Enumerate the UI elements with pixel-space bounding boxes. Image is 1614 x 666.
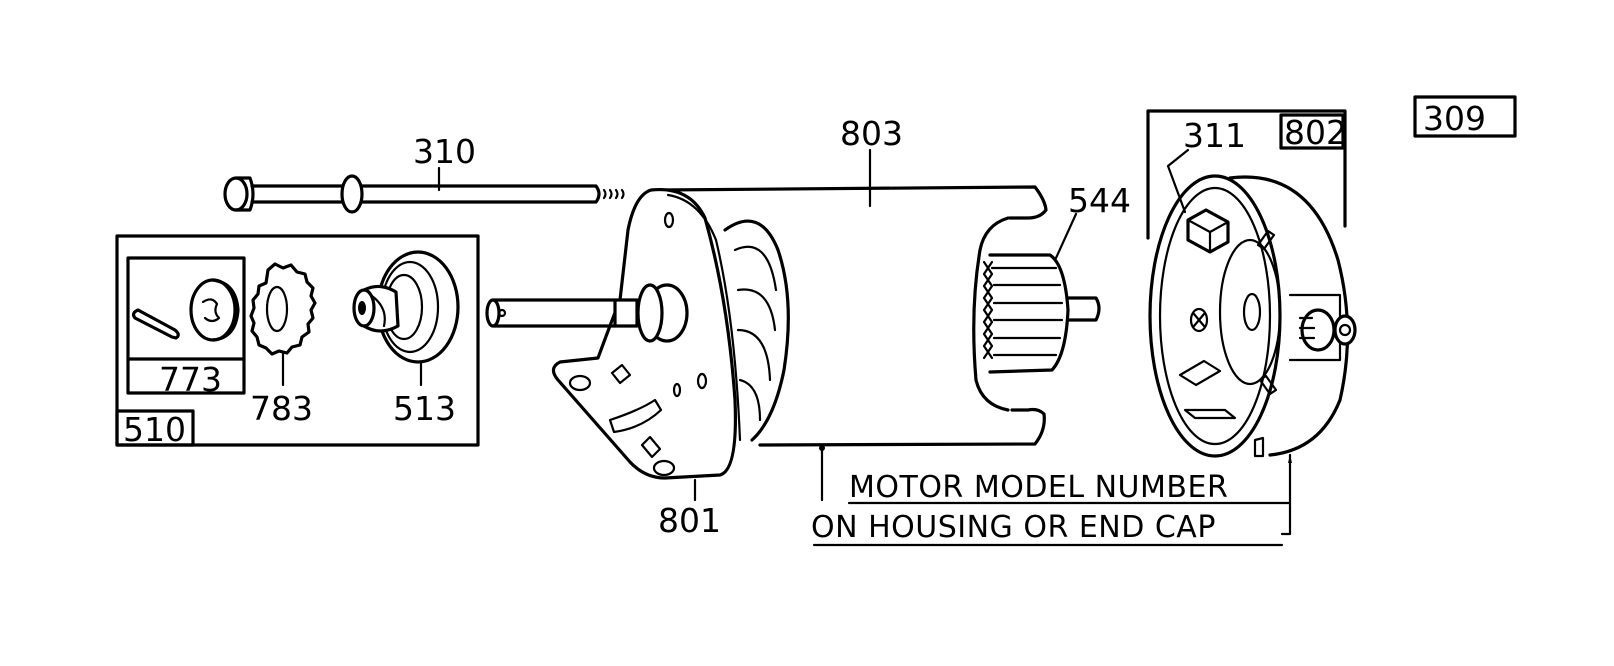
label-513: 513 xyxy=(393,389,456,428)
part-803-motor-housing[interactable]: 803 xyxy=(658,114,1048,447)
label-801: 801 xyxy=(658,501,721,540)
label-802: 802 xyxy=(1284,113,1347,152)
part-513-clutch[interactable]: 513 xyxy=(352,250,460,428)
label-309: 309 xyxy=(1423,99,1486,138)
label-773: 773 xyxy=(159,360,222,399)
note-line-1: MOTOR MODEL NUMBER xyxy=(849,470,1228,505)
label-311: 311 xyxy=(1183,116,1246,155)
label-544: 544 xyxy=(1068,181,1131,220)
part-783-pinion-gear[interactable]: 783 xyxy=(249,262,317,428)
note-line-2: ON HOUSING OR END CAP xyxy=(811,510,1216,545)
leader-544 xyxy=(1054,212,1078,260)
part-773-pin-retainer[interactable]: 773 xyxy=(126,256,246,399)
part-802-end-cap[interactable]: 802 311 xyxy=(1146,109,1357,458)
part-310-through-bolt[interactable]: 310 xyxy=(223,132,625,214)
part-801-drive-end-cap[interactable]: 801 xyxy=(485,187,790,540)
label-783: 783 xyxy=(250,389,313,428)
motor-model-number-note: MOTOR MODEL NUMBER ON HOUSING OR END CAP xyxy=(811,444,1292,547)
label-310: 310 xyxy=(413,132,476,171)
part-544-armature[interactable]: 544 xyxy=(972,181,1131,412)
part-510-drive-kit[interactable]: 510 773 783 xyxy=(115,234,480,449)
label-510: 510 xyxy=(123,410,186,449)
leader-311 xyxy=(1166,148,1190,214)
diagram-number-box: 309 xyxy=(1413,95,1517,138)
note-arrow-end-cap xyxy=(1280,453,1292,536)
label-803: 803 xyxy=(840,114,903,153)
